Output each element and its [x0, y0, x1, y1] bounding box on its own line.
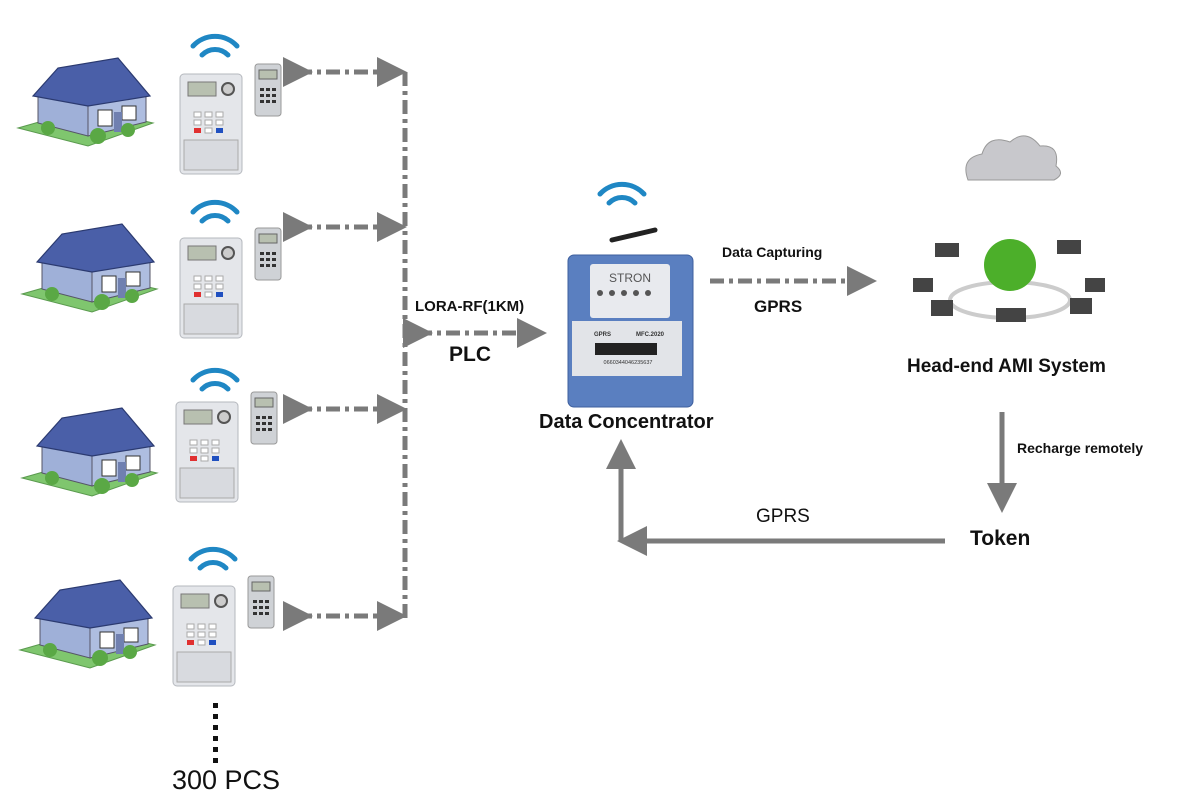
house-icon — [21, 223, 158, 313]
meter-group-1 — [17, 36, 282, 175]
concentrator-label: Data Concentrator — [539, 411, 714, 433]
concentrator-gprs-tag: GPRS — [594, 332, 611, 338]
cloud-icon — [965, 135, 1061, 181]
concentrator-brand: STRON — [609, 271, 651, 285]
prepaid-meter-icon — [175, 391, 278, 503]
headend-ami-icon — [913, 135, 1105, 322]
wifi-icon — [193, 370, 237, 389]
data-capturing-label: Data Capturing — [722, 244, 823, 260]
more-meters-dots — [213, 703, 218, 763]
house-icon — [21, 407, 158, 497]
wifi-icon — [193, 36, 237, 55]
wifi-icon — [193, 202, 237, 221]
link-label-plc: PLC — [449, 343, 491, 366]
globe-icon — [984, 239, 1036, 291]
house-icon — [17, 57, 154, 147]
prepaid-meter-icon — [179, 63, 282, 175]
gprs-lower-label: GPRS — [756, 506, 810, 527]
prepaid-meter-icon — [179, 227, 282, 339]
recharge-label: Recharge remotely — [1017, 440, 1144, 456]
link-label-lora: LORA-RF(1KM) — [415, 298, 525, 315]
wifi-icon — [191, 549, 235, 568]
data-concentrator-device: STRON GPRS MFC.2020 0660344046235637 — [567, 184, 694, 408]
barcode-icon — [595, 343, 657, 355]
antenna-icon — [609, 227, 658, 243]
token-label: Token — [970, 527, 1031, 550]
headend-label: Head-end AMI System — [907, 356, 1106, 377]
meter-group-3 — [21, 370, 278, 503]
concentrator-model: MFC.2020 — [636, 332, 665, 338]
meter-count-label: 300 PCS — [172, 765, 281, 795]
concentrator-serial: 0660344046235637 — [604, 360, 653, 366]
meter-group-4 — [19, 549, 275, 687]
prepaid-meter-icon — [172, 575, 275, 687]
house-icon — [19, 579, 156, 669]
gprs-upper-label: GPRS — [754, 297, 803, 316]
meter-group-2 — [21, 202, 282, 339]
